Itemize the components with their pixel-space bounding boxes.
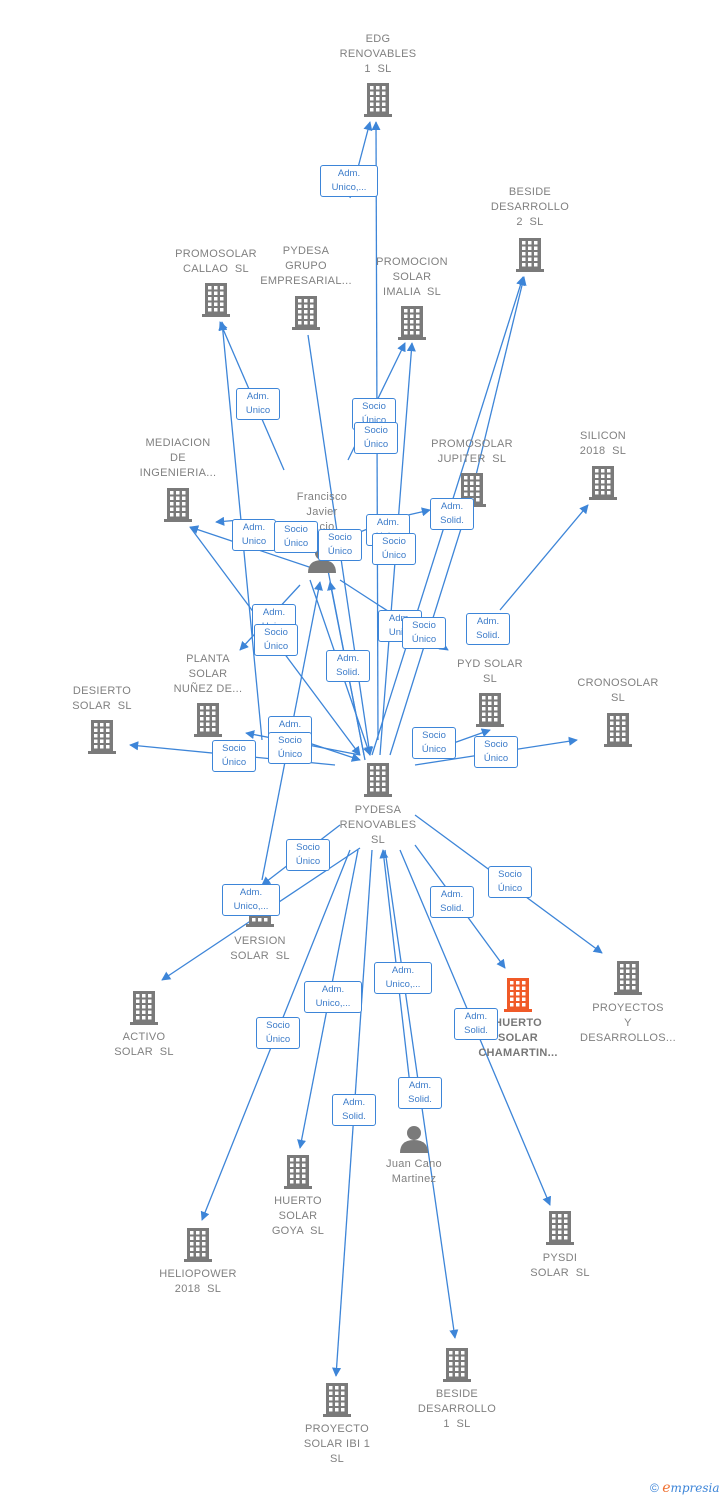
relation-label[interactable]: Adm. Unico [236, 388, 280, 420]
relation-label[interactable]: Adm. Solid. [466, 613, 510, 645]
company-icon-silicon[interactable] [589, 466, 617, 500]
relation-label[interactable]: Socio Único [274, 521, 318, 553]
edge-line [469, 276, 527, 501]
relation-label[interactable]: Adm. Solid. [398, 1077, 442, 1109]
relation-label[interactable]: Adm. Solid. [430, 498, 474, 530]
brand-footer: © empresia [650, 1480, 720, 1496]
brand-logo-text: mpresia [670, 1481, 720, 1495]
company-icon-pysdi[interactable] [546, 1211, 574, 1245]
relation-label[interactable]: Adm. Solid. [430, 886, 474, 918]
company-icon-desierto[interactable] [88, 720, 116, 754]
brand-logo-initial: e [662, 1480, 671, 1496]
company-icon-proyectos[interactable] [614, 961, 642, 995]
company-icon-goya[interactable] [284, 1155, 312, 1189]
node-label-goya[interactable]: HUERTO SOLAR GOYA SL [271, 1195, 325, 1237]
copyright-icon: © [650, 1481, 659, 1495]
edge-line [499, 504, 589, 611]
company-icon-crono[interactable] [604, 713, 632, 747]
node-label-pgrupo[interactable]: PYDESA GRUPO EMPRESARIAL... [260, 245, 352, 287]
company-icon-beside2[interactable] [516, 238, 544, 272]
node-label-callao[interactable]: PROMOSOLAR CALLAO SL [175, 248, 257, 275]
relation-label[interactable]: Socio Único [402, 617, 446, 649]
company-icon-nunez[interactable] [194, 703, 222, 737]
node-label-silicon[interactable]: SILICON 2018 SL [579, 430, 627, 457]
node-label-pysdi[interactable]: PYSDI SOLAR SL [530, 1252, 590, 1279]
node-label-juan[interactable]: Juan Cano Martinez [386, 1158, 442, 1185]
relation-label[interactable]: Adm. Unico,... [320, 165, 378, 197]
company-icon-activo[interactable] [130, 991, 158, 1025]
node-label-mediacion[interactable]: MEDIACION DE INGENIERIA... [139, 437, 217, 479]
relation-label[interactable]: Socio Único [412, 727, 456, 759]
company-icon-ibi[interactable] [323, 1383, 351, 1417]
company-icon-edg[interactable] [364, 83, 392, 117]
relation-label[interactable]: Adm. Solid. [332, 1094, 376, 1126]
relation-label[interactable]: Adm. Solid. [454, 1008, 498, 1040]
relation-label[interactable]: Adm. Unico,... [374, 962, 432, 994]
relation-label[interactable]: Socio Único [212, 740, 256, 772]
node-label-activo[interactable]: ACTIVO SOLAR SL [114, 1031, 174, 1058]
person-icon-juan[interactable] [400, 1126, 428, 1153]
company-icon-pydesa[interactable] [364, 763, 392, 797]
node-label-crono[interactable]: CRONOSOLAR SL [577, 677, 659, 704]
company-icon-helio[interactable] [184, 1228, 212, 1262]
relation-label[interactable]: Socio Único [354, 422, 398, 454]
node-label-edg[interactable]: EDG RENOVABLES 1 SL [339, 33, 417, 75]
relation-label[interactable]: Socio Único [256, 1017, 300, 1049]
node-label-beside1[interactable]: BESIDE DESARROLLO 1 SL [417, 1388, 497, 1430]
company-icon-callao[interactable] [202, 283, 230, 317]
company-icon-pydsolar[interactable] [476, 693, 504, 727]
relation-label[interactable]: Adm. Solid. [326, 650, 370, 682]
node-label-beside2[interactable]: BESIDE DESARROLLO 2 SL [490, 186, 570, 228]
relation-label[interactable]: Adm. Unico,... [304, 981, 362, 1013]
node-label-chamartin[interactable]: HUERTO SOLAR CHAMARTIN... [478, 1017, 558, 1059]
node-label-jupiter[interactable]: PROMOSOLAR JUPITER SL [431, 438, 513, 465]
company-icon-beside1[interactable] [443, 1348, 471, 1382]
relation-label[interactable]: Socio Único [488, 866, 532, 898]
node-label-version[interactable]: VERSION SOLAR SL [230, 935, 290, 962]
company-icon-mediacion[interactable] [164, 488, 192, 522]
relation-label[interactable]: Socio Único [268, 732, 312, 764]
node-label-pydsolar[interactable]: PYD SOLAR SL [457, 658, 523, 685]
node-label-imalia[interactable]: PROMOCION SOLAR IMALIA SL [376, 256, 448, 298]
relation-label[interactable]: Adm. Unico,... [222, 884, 280, 916]
relation-label[interactable]: Socio Único [254, 624, 298, 656]
company-icon-imalia[interactable] [398, 306, 426, 340]
relation-label[interactable]: Socio Único [318, 529, 362, 561]
node-label-proyectos[interactable]: PROYECTOS Y DESARROLLOS... [580, 1002, 676, 1044]
node-label-helio[interactable]: HELIOPOWER 2018 SL [159, 1268, 237, 1295]
relation-label[interactable]: Adm. Unico [232, 519, 276, 551]
relation-label[interactable]: Socio Único [474, 736, 518, 768]
node-label-ibi[interactable]: PROYECTO SOLAR IBI 1 SL [303, 1423, 371, 1465]
company-icon-chamartin[interactable] [504, 978, 532, 1012]
relation-label[interactable]: Socio Único [372, 533, 416, 565]
node-label-nunez[interactable]: PLANTA SOLAR NUÑEZ DE... [173, 653, 243, 695]
company-icon-pgrupo[interactable] [292, 296, 320, 330]
node-label-pydesa[interactable]: PYDESA RENOVABLES SL [339, 804, 417, 846]
node-label-desierto[interactable]: DESIERTO SOLAR SL [72, 685, 132, 712]
relation-label[interactable]: Socio Único [286, 839, 330, 871]
